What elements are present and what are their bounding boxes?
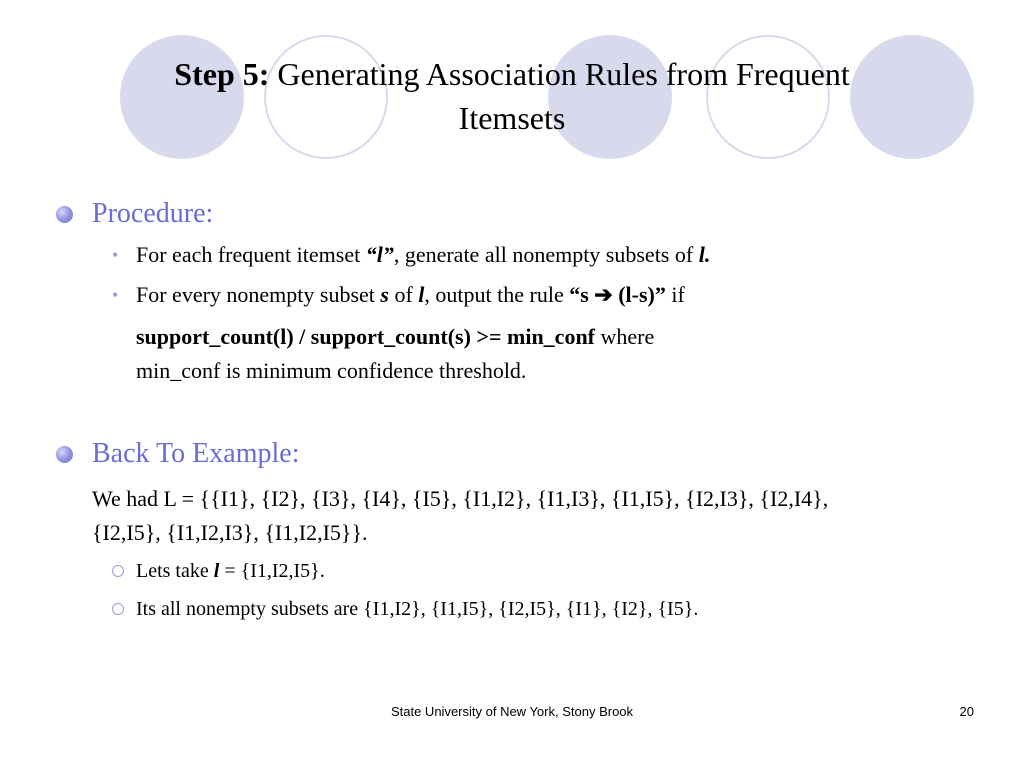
text: , generate all nonempty subsets of [393,242,699,267]
hollow-bullet-icon [112,565,124,577]
sub-bullet-icon: • [112,245,119,265]
title-line2: Itemsets [458,100,566,136]
condition-formula: support_count(l) / support_count(s) >= m… [136,324,596,349]
text: of [388,282,419,307]
sub-bullet-icon: • [112,285,119,305]
procedure-heading: Procedure: [56,196,986,232]
text: Its all nonempty subsets are {I1,I2}, {I… [136,598,699,620]
text: , output the rule [424,282,570,307]
example-sub-2: Its all nonempty subsets are {I1,I2}, {I… [56,592,986,626]
text: min_conf is minimum confidence threshold… [136,358,527,383]
decor-circle-1 [120,35,244,159]
bullet-icon [56,206,73,223]
text: if [665,282,685,307]
title-step: Step 5: [174,56,270,92]
example-heading-text: Back To Example: [92,438,300,469]
page-number: 20 [959,704,974,719]
decor-circle-3 [548,35,672,159]
example-heading: Back To Example: [56,436,986,472]
procedure-heading-text: Procedure: [92,198,214,229]
decor-circle-5 [850,35,974,159]
text-l: l [418,282,425,307]
text: {I2,I5}, {I1,I2,I3}, {I1,I2,I5}}. [92,520,368,545]
decor-circle-2 [264,35,388,159]
example-sub-1: Lets take l = {I1,I2,I5}. [56,554,986,588]
text: For every nonempty subset [136,282,381,307]
text: We had L = {{I1}, {I2}, {I3}, {I4}, {I5}… [92,486,829,511]
bullet-icon [56,446,73,463]
text: where [595,324,655,349]
procedure-bullet-1: • For each frequent itemset “l”, generat… [56,238,986,272]
title-line1: Generating Association Rules from Freque… [277,56,850,92]
footer-text: State University of New York, Stony Broo… [390,704,634,719]
rule-start: “s [569,282,595,307]
text: For each frequent itemset [136,242,366,267]
example-text: We had L = {{I1}, {I2}, {I3}, {I4}, {I5}… [56,482,986,550]
rule-end: (l-s)” [612,282,666,307]
procedure-bullet-2: • For every nonempty subset s of l, outp… [56,278,986,312]
hollow-bullet-icon [112,603,124,615]
arrow-icon: ➔ [594,282,613,307]
text-itemset-l: “l” [365,242,394,267]
procedure-condition: support_count(l) / support_count(s) >= m… [56,320,986,388]
text-l: l. [698,242,711,267]
slide-title: Step 5: Generating Association Rules fro… [70,52,954,140]
text: = {I1,I2,I5}. [219,560,325,582]
decor-circle-4 [706,35,830,159]
text: Lets take [136,560,214,582]
text-s: s [380,282,389,307]
slide-body: Procedure: • For each frequent itemset “… [56,196,986,626]
text-l: l [213,560,220,582]
